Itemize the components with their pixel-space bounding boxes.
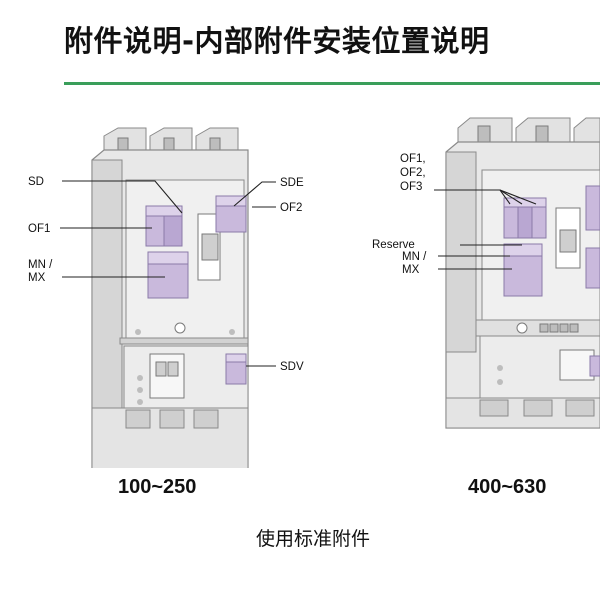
accessory-of-block xyxy=(503,197,547,239)
breaker-left: SD OF1 MN / MX SDE OF2 SDV xyxy=(28,127,304,468)
accessory-right-edge xyxy=(585,185,600,289)
page-title: 附件说明-内部附件安装位置说明 xyxy=(64,24,490,58)
accessory-sde-of2 xyxy=(215,195,247,233)
breaker-right: OF1, OF2, OF3 Reserve MN / MX xyxy=(372,117,600,429)
label-sd: SD xyxy=(28,176,44,188)
label-r-of3: OF3 xyxy=(400,181,422,193)
accessory-diagram: SD OF1 MN / MX SDE OF2 SDV xyxy=(28,117,600,468)
title-underline xyxy=(64,82,600,85)
label-r-of2: OF2, xyxy=(400,167,426,179)
label-r-mn: MN / xyxy=(402,251,427,263)
label-r-reserve: Reserve xyxy=(372,239,415,251)
label-sde: SDE xyxy=(280,177,304,189)
label-mx: MX xyxy=(28,272,46,284)
caption-right: 400~630 xyxy=(468,476,547,498)
accessory-reserve-mn-mx xyxy=(503,243,543,297)
label-r-mx: MX xyxy=(402,264,420,276)
caption-left: 100~250 xyxy=(118,476,197,498)
label-mn: MN / xyxy=(28,259,53,271)
label-sdv: SDV xyxy=(280,361,304,373)
label-r-of1: OF1, xyxy=(400,153,426,165)
label-of2: OF2 xyxy=(280,202,302,214)
accessory-sdv xyxy=(225,353,247,385)
subtitle: 使用标准附件 xyxy=(256,528,371,550)
label-of1: OF1 xyxy=(28,223,50,235)
accessory-sd-of1 xyxy=(145,205,183,247)
accessory-mn-mx xyxy=(147,251,189,299)
